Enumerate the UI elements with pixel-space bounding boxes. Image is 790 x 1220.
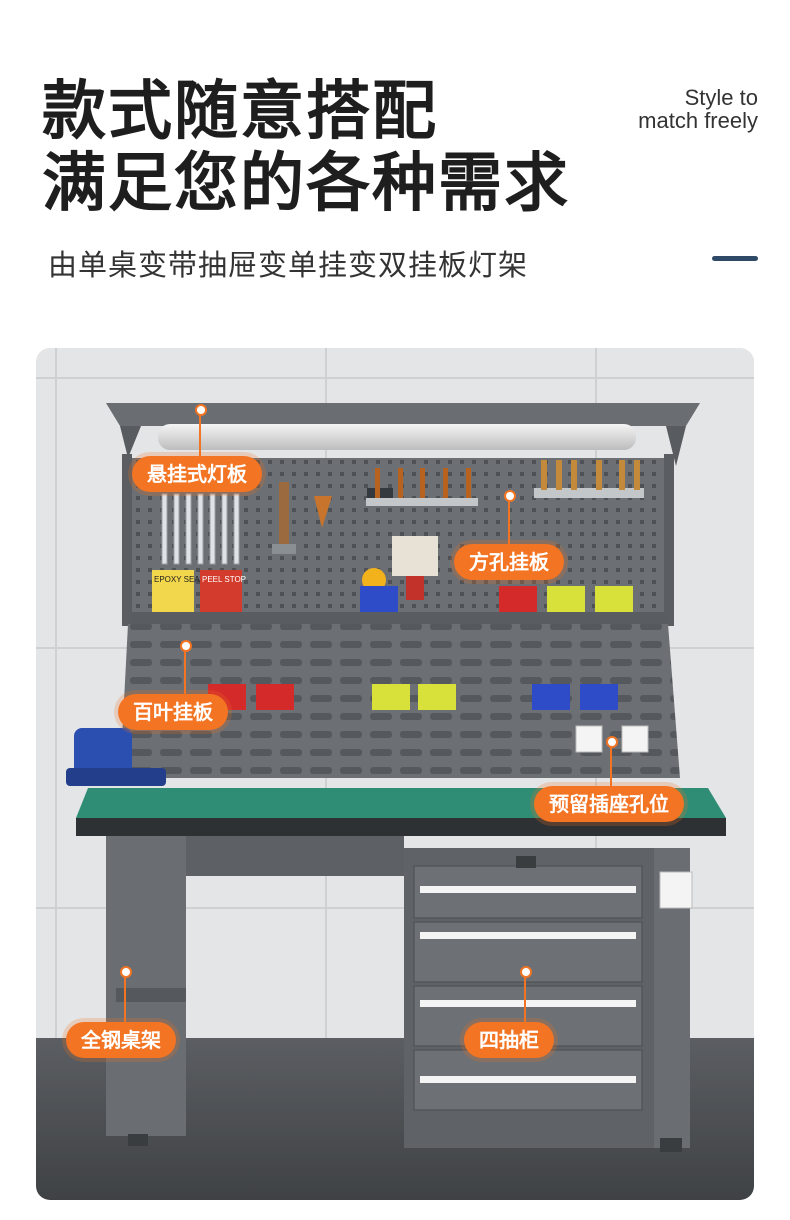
callout-drawers-label: 四抽柜: [464, 1022, 554, 1058]
page-subtitle: 由单桌变带抽屉变单挂变双挂板灯架: [48, 248, 529, 282]
callout-frame-label: 全钢桌架: [66, 1022, 176, 1058]
callout-socket-dot: [606, 736, 618, 748]
callout-lamp-dot: [195, 404, 207, 416]
cabinet-socket: [659, 871, 693, 909]
bin-yellow-1: [372, 684, 410, 710]
lamp-tube: [158, 424, 636, 450]
bin-yellow-upper-1: [547, 586, 585, 612]
wall-socket-1: [575, 725, 603, 753]
wrench-set: [161, 493, 240, 565]
callout-drawers-dot: [520, 966, 532, 978]
pliers-icon: [314, 496, 332, 528]
title-line-1: 款式随意搭配: [42, 75, 438, 149]
title-line-2: 满足您的各种需求: [42, 147, 570, 221]
callout-louver-board-label: 百叶挂板: [118, 694, 228, 730]
bin-blue-2: [580, 684, 618, 710]
bin-red-upper: [499, 586, 537, 612]
decorative-dash: [712, 256, 758, 261]
english-tagline-line-1: Style to: [684, 85, 758, 110]
middle-shelf: [132, 612, 668, 624]
bench-top-edge: [76, 818, 726, 836]
drill-icon: [392, 536, 438, 576]
english-tagline: Style to match freely: [638, 86, 758, 132]
bin-yellow-2: [418, 684, 456, 710]
callout-frame-dot: [120, 966, 132, 978]
drawers: [413, 865, 643, 1111]
bin-red-2: [256, 684, 294, 710]
bin-blue-1: [532, 684, 570, 710]
callout-socket-label: 预留插座孔位: [534, 786, 684, 822]
bench-vise: [74, 728, 132, 778]
callout-square-board-dot: [504, 490, 516, 502]
cabinet-lock-icon: [516, 856, 536, 868]
left-steel-leg: [106, 836, 186, 1136]
workbench-illustration: EPOXY SEA PEEL STOP: [36, 348, 754, 1200]
bin-yellow-upper-2: [595, 586, 633, 612]
callout-lamp-label: 悬挂式灯板: [132, 456, 262, 492]
front-beam: [186, 836, 404, 876]
can-label-2: PEEL STOP: [202, 575, 246, 584]
bin-blue-upper: [360, 586, 398, 612]
callout-louver-board-dot: [180, 640, 192, 652]
wall-socket-2: [621, 725, 649, 753]
paint-can-1: [152, 570, 194, 615]
english-tagline-line-2: match freely: [638, 108, 758, 133]
screwdriver-rack-right: [534, 488, 644, 498]
paint-can-2: [200, 570, 242, 615]
product-photo: EPOXY SEA PEEL STOP: [36, 348, 754, 1200]
can-label-1: EPOXY SEA: [154, 575, 200, 584]
hammer-icon: [279, 482, 289, 550]
lamp-canopy: [106, 403, 700, 426]
callout-square-board-label: 方孔挂板: [454, 544, 564, 580]
